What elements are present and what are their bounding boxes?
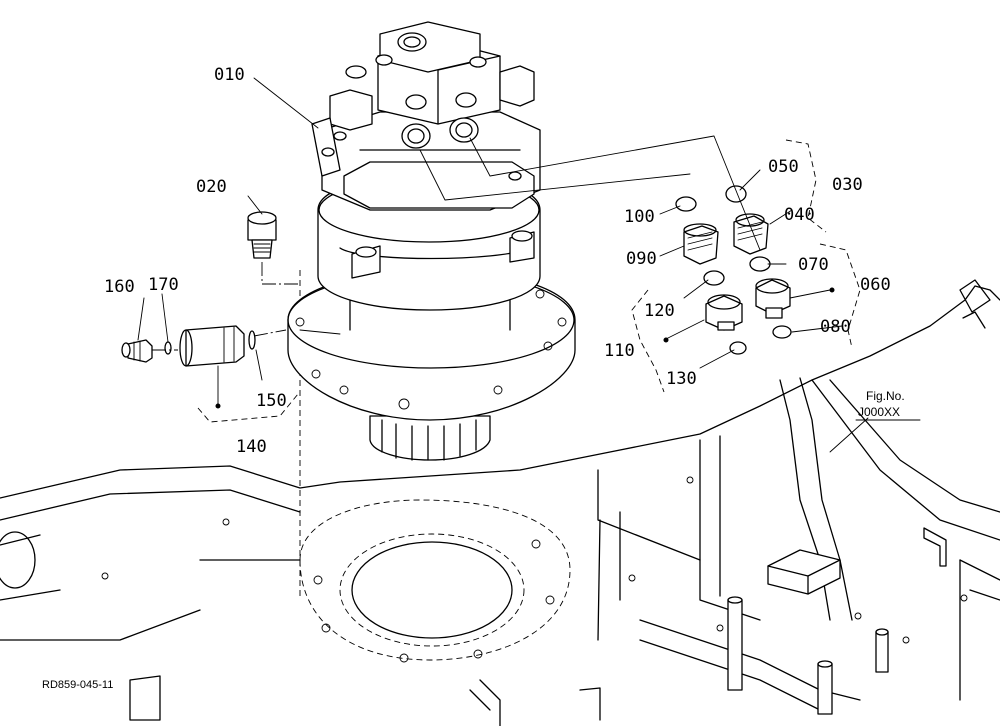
upper-frame [0, 279, 1000, 726]
group-brackets [197, 139, 861, 423]
callout-050: 050 [768, 157, 799, 177]
callout-100: 100 [624, 207, 655, 227]
callout-140: 140 [236, 437, 267, 457]
drawing-code: RD859-045-11 [42, 679, 113, 691]
mounting-flange-base [299, 270, 571, 663]
leader-lines [137, 77, 869, 453]
callout-040: 040 [784, 205, 815, 225]
callout-labels: 010 020 030 040 050 060 070 080 090 100 … [104, 65, 891, 457]
swing-motor-assembly [287, 21, 576, 461]
callout-010: 010 [214, 65, 245, 85]
callout-110: 110 [604, 341, 635, 361]
callout-120: 120 [644, 301, 675, 321]
callout-150: 150 [256, 391, 287, 411]
fig-no-label: Fig.No. [866, 389, 905, 403]
callout-080: 080 [820, 317, 851, 337]
callout-060: 060 [860, 275, 891, 295]
callout-170: 170 [148, 275, 179, 295]
fig-no-value: J000XX [858, 405, 900, 419]
callout-090: 090 [626, 249, 657, 269]
callout-130: 130 [666, 369, 697, 389]
part-060-fitting-set [749, 256, 792, 339]
part-140-valve-set [121, 325, 287, 367]
part-030-adapter-set [725, 185, 769, 255]
part-090-adapter [675, 196, 719, 265]
part-020-plug [247, 211, 300, 285]
callout-020: 020 [196, 177, 227, 197]
callout-030: 030 [832, 175, 863, 195]
callout-070: 070 [798, 255, 829, 275]
callout-160: 160 [104, 277, 135, 297]
figure-reference: Fig.No. J000XX [855, 389, 921, 421]
part-110-fitting-set [703, 270, 747, 355]
